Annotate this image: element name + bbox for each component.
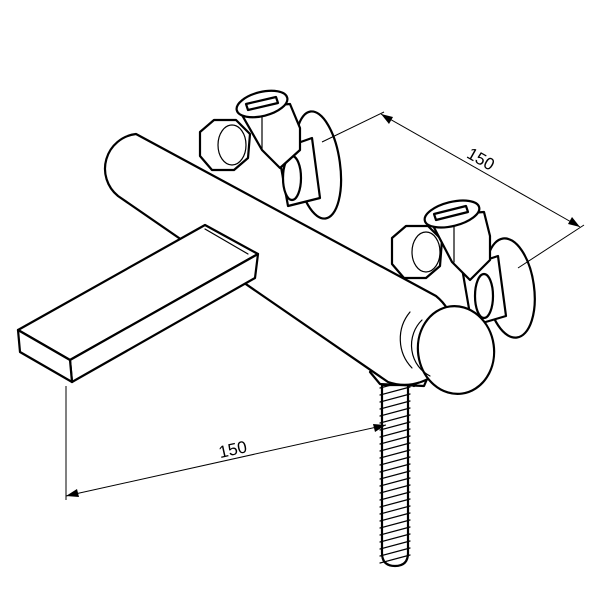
hose-coils [379,385,411,564]
hose-coil [379,519,411,529]
control-handle [410,305,496,395]
hose-coil [379,442,411,452]
arrowhead-top-start [381,114,393,124]
hose-coil [379,533,411,543]
hose-coil [379,512,411,522]
shower-hose [379,383,411,568]
hose-coil [379,554,411,564]
hose-coil [379,470,411,480]
front-nut [390,224,444,280]
spout-front [16,328,74,384]
hose-coil [379,547,411,557]
hose-coil [379,449,411,459]
hose-coil [379,526,411,536]
dimension-label-bottom: 150 [217,437,249,462]
hose-coil [379,386,411,396]
hose-coil [379,385,394,389]
dimension-label-top: 150 [464,144,498,175]
extension-line-lower [517,224,585,269]
dimension-line-bottom [65,424,387,497]
front-valve-body [426,210,492,282]
hose-coil [379,491,411,501]
hose-coil [379,393,411,403]
arrowhead-top-end [568,217,580,227]
arrowhead-bottom-start [66,489,79,497]
dimension-bottom: 150 [65,386,387,500]
extension-line-upper [321,111,385,143]
spout [16,223,260,384]
rear-cap-slot [244,95,280,112]
front-cap-slot [432,204,470,222]
hose-coil [379,414,411,424]
front-wall-connection [390,199,536,339]
hose-coil [379,456,411,466]
hose-coil [379,428,411,438]
hose-coil [379,477,411,487]
hose-coil [379,505,411,515]
rear-wall-connection [198,89,343,220]
handle-knob [416,305,496,395]
arrowhead-bottom-end [373,424,386,432]
dimension-line-top [380,113,581,228]
hose-coil [379,484,411,494]
hose-coil [379,435,411,445]
hose-coil [379,400,411,410]
hose-coil [379,463,411,473]
rear-nut [198,118,252,172]
hose-coil [379,421,411,431]
front-pipe-ring [473,272,495,320]
hose-coil [379,407,411,417]
hose-coil [379,540,411,550]
hose-coil [379,498,411,508]
